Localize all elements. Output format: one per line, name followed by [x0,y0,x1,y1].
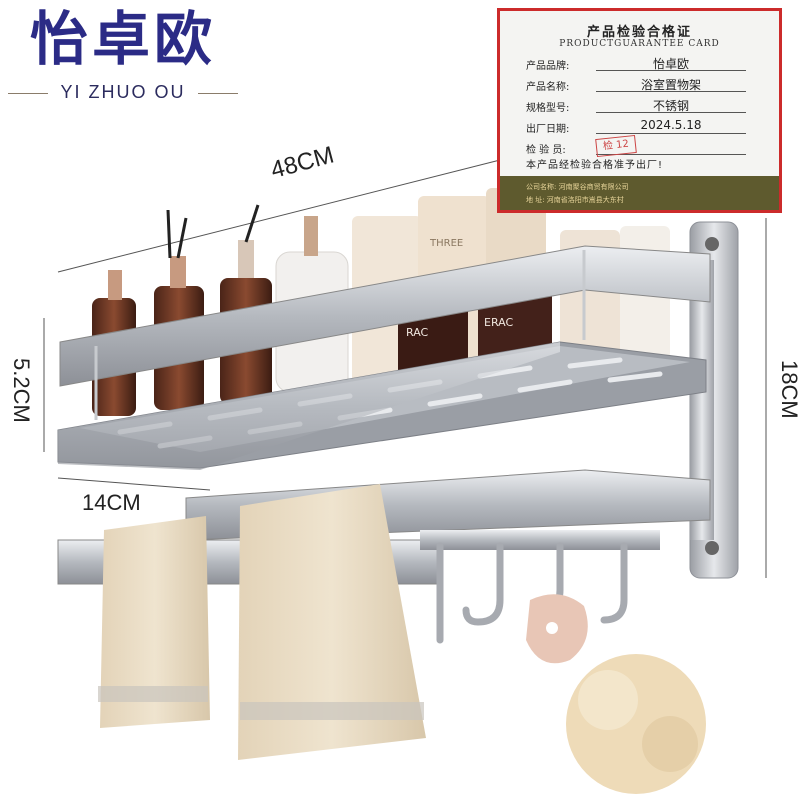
card-row-key: 检 验 员: [526,145,566,156]
depth-label: 14CM [82,490,141,515]
quality-certificate-card: 产品检验合格证 PRODUCTGUARANTEE CARD 产品品牌: 怡卓欧 … [497,8,782,213]
card-row-value: 浴室置物架 [596,76,746,92]
hook-rail [420,530,660,550]
card-row-value: 怡卓欧 [596,55,746,71]
brand-divider-left [8,93,48,94]
brand-name-en: YI ZHUO OU [60,82,186,102]
card-subtitle: PRODUCTGUARANTEE CARD [559,39,720,49]
card-row-value: 不锈钢 [596,97,746,113]
card-row-model: 规格型号: 不锈钢 [526,97,771,115]
card-row-value [596,139,746,155]
total-height-label: 18CM [777,360,800,419]
brand-divider-right [198,93,238,94]
towel-right [238,484,426,760]
screw-bottom [705,541,719,555]
card-row-key: 出厂日期: [526,124,570,135]
screw-top [705,237,719,251]
dim-line-width [57,159,501,273]
card-company: 公司名称: 河南聚谷商贸有限公司 [526,183,629,191]
card-row-key: 规格型号: [526,103,570,114]
basket-top-rail [59,245,711,387]
card-row-name: 产品名称: 浴室置物架 [526,76,771,94]
card-row-key: 产品名称: [526,82,570,93]
card-address: 地 址: 河南省洛阳市嵩县大东村 [526,196,624,204]
towel-left [100,516,210,728]
card-row-date: 出厂日期: 2024.5.18 [526,118,771,136]
card-row-inspector: 检 验 员: [526,139,771,157]
card-footer: 公司名称: 河南聚谷商贸有限公司 地 址: 河南省洛阳市嵩县大东村 [500,176,779,210]
card-row-key: 产品品牌: [526,61,570,72]
dim-line-depth [57,477,211,491]
basket-front-rail [58,342,560,470]
card-row-value: 2024.5.18 [596,118,746,134]
brand-name-cn: 怡卓欧 [29,5,216,73]
card-note: 本产品经检验合格准予出厂! [526,160,664,171]
card-title: 产品检验合格证 [586,25,692,40]
basket-height-label: 5.2CM [9,358,34,423]
card-row-brand: 产品品牌: 怡卓欧 [526,55,771,73]
